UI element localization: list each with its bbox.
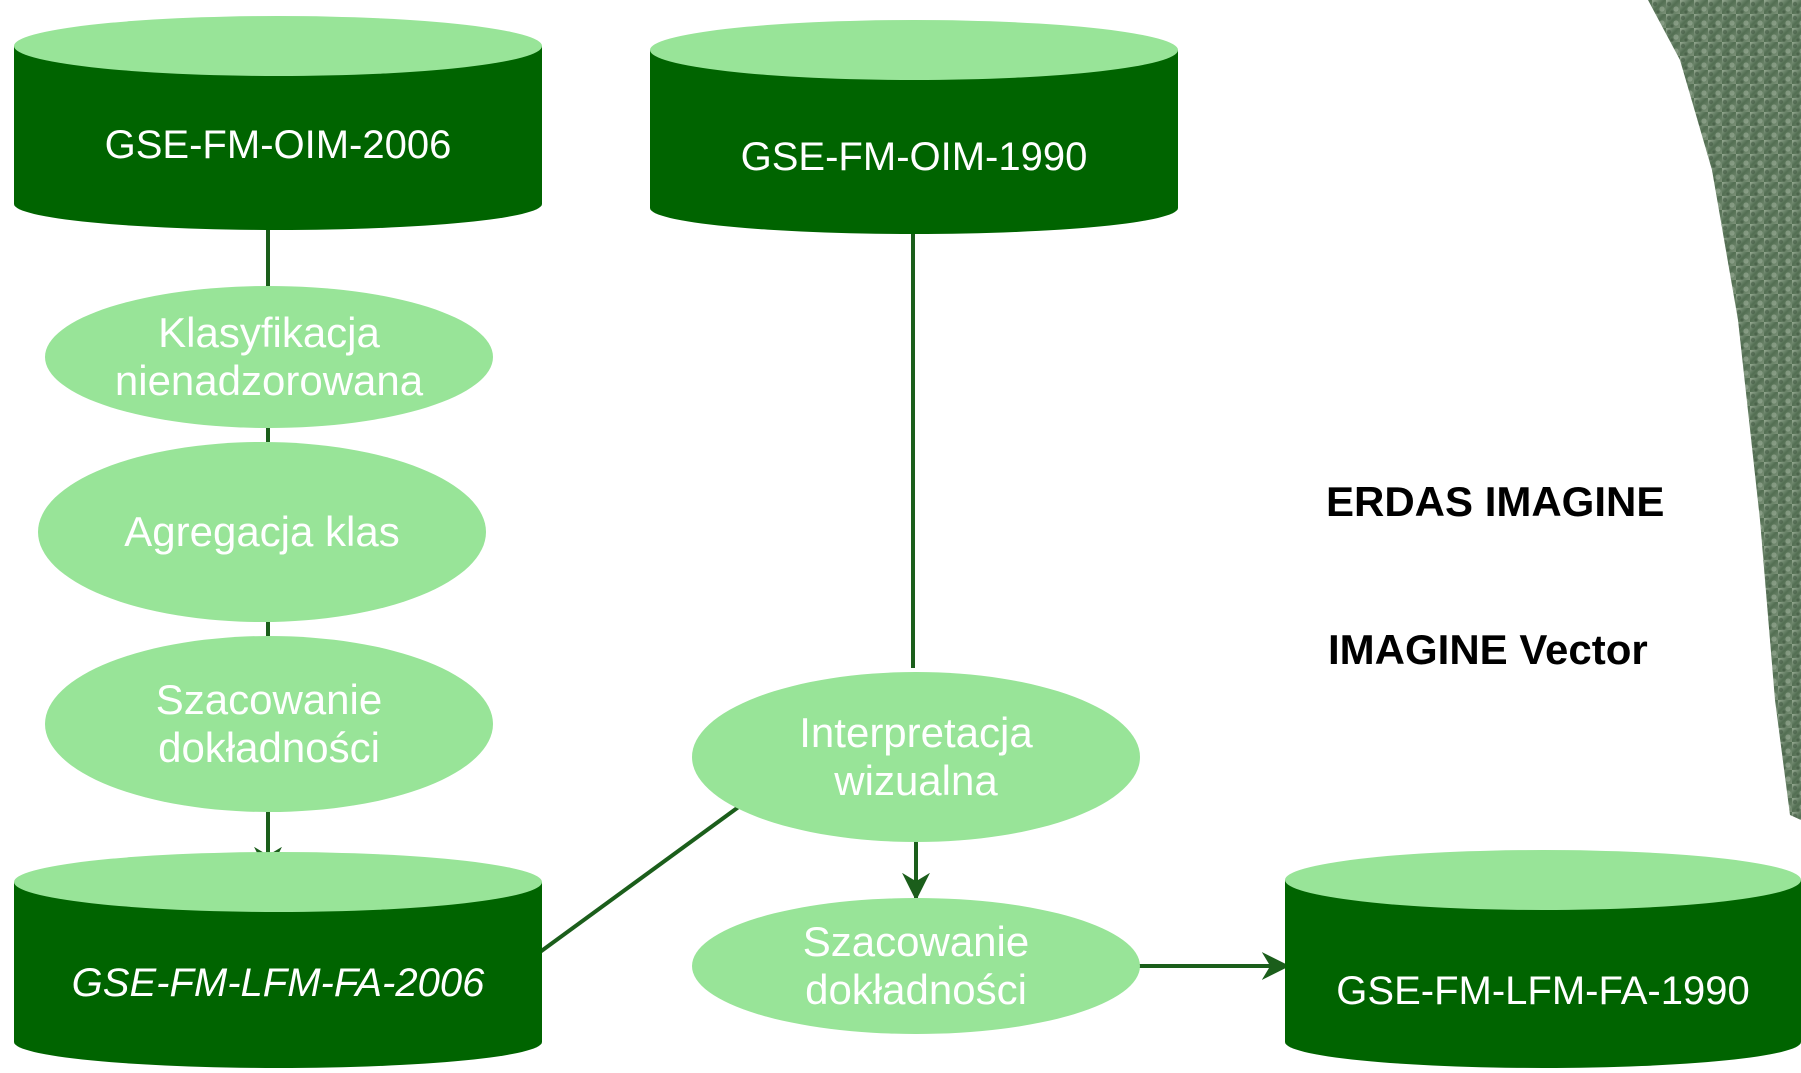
software-erdas-imagine: ERDAS IMAGINE xyxy=(1326,478,1665,525)
db-label-oim-2006: GSE-FM-OIM-2006 xyxy=(104,123,452,167)
process-szacowanie-right xyxy=(692,898,1140,1034)
process-label-agregacja: Agregacja klas xyxy=(124,507,400,555)
db-label-lfm-fa-1990: GSE-FM-LFM-FA-1990 xyxy=(1336,969,1750,1013)
process-szacowanie-left xyxy=(45,636,493,812)
process-label-klasyfikacja: Klasyfikacja nienadzorowana xyxy=(114,308,424,404)
aerial-photo-strip xyxy=(1648,0,1801,820)
db-oim-2006 xyxy=(14,16,542,230)
db-oim-1990 xyxy=(650,20,1178,234)
db-lfm-fa-2006 xyxy=(14,852,542,1068)
process-label-interpretacja: Interpretacja wizualna xyxy=(799,708,1033,804)
db-lfm-fa-1990 xyxy=(1285,850,1801,1068)
arrow-lfm2006-interpretacja xyxy=(538,782,773,954)
process-label-szacowanie-right: Szacowanie dokładności xyxy=(802,917,1030,1013)
process-klasyfikacja xyxy=(45,286,493,428)
db-label-oim-1990: GSE-FM-OIM-1990 xyxy=(740,135,1088,179)
software-imagine-vector: IMAGINE Vector xyxy=(1328,626,1648,673)
db-label-lfm-fa-2006: GSE-FM-LFM-FA-2006 xyxy=(71,961,485,1005)
process-agregacja xyxy=(38,442,486,622)
process-label-szacowanie-left: Szacowanie dokładności xyxy=(155,675,383,771)
process-interpretacja xyxy=(692,672,1140,842)
